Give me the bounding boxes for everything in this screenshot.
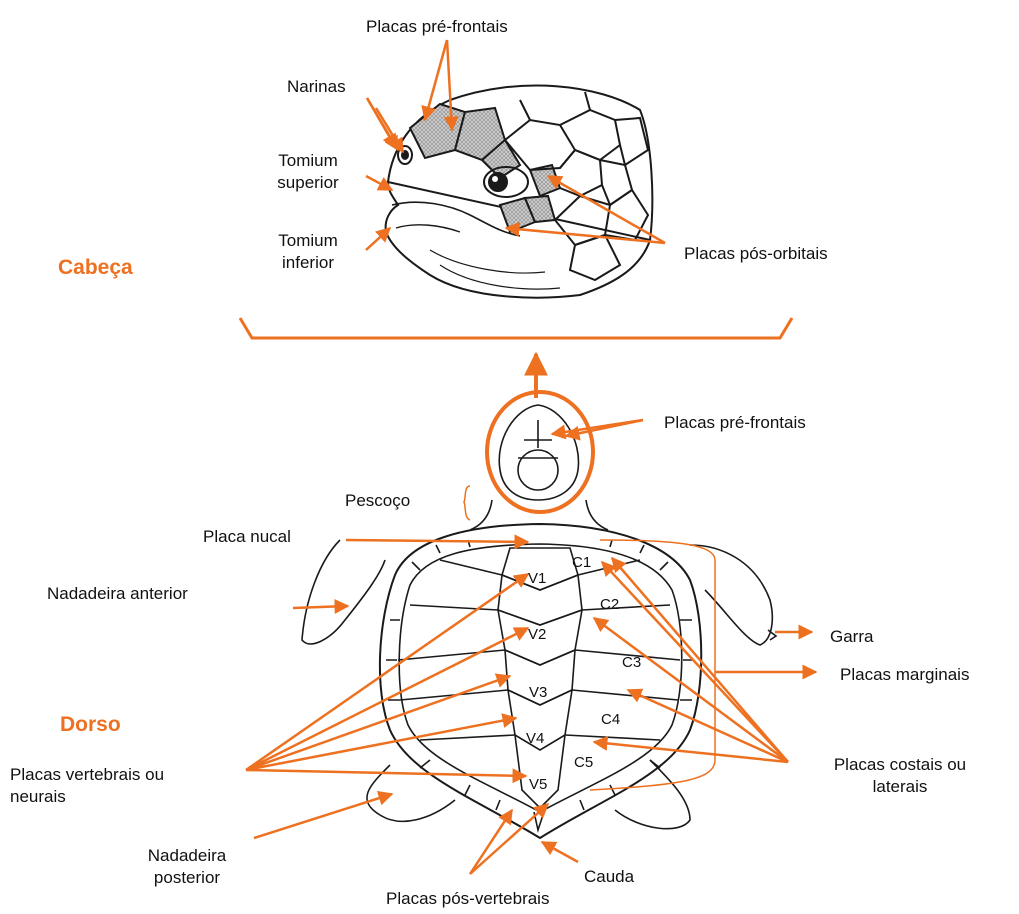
label-nadadeira-anterior: Nadadeira anterior [47, 583, 188, 605]
scute-c3: C3 [622, 654, 641, 671]
scute-c5: C5 [574, 754, 593, 771]
scute-c2: C2 [600, 596, 619, 613]
label-placas-marginais: Placas marginais [840, 664, 969, 686]
label-nadadeira-posterior-line2: posterior [112, 867, 262, 889]
label-placas-costais: Placas costais ou laterais [800, 754, 1000, 798]
label-tomium-superior: Tomium superior [252, 150, 364, 194]
label-pescoco: Pescoço [345, 490, 410, 512]
label-narinas: Narinas [287, 76, 346, 98]
label-placas-vertebrais: Placas vertebrais ou neurais [10, 764, 164, 808]
scute-c4: C4 [601, 711, 620, 728]
scute-v5: V5 [529, 776, 547, 793]
label-placas-costais-line2: laterais [800, 776, 1000, 798]
section-title-back: Dorso [60, 713, 121, 737]
label-garra: Garra [830, 626, 873, 648]
label-tomium-inferior-line1: Tomium [252, 230, 364, 252]
label-placa-nucal: Placa nucal [203, 526, 291, 548]
scute-v2: V2 [528, 626, 546, 643]
label-placas-pos-vertebrais: Placas pós-vertebrais [386, 888, 549, 910]
label-tomium-superior-line2: superior [252, 172, 364, 194]
label-cauda: Cauda [584, 866, 634, 888]
scute-c1: C1 [572, 554, 591, 571]
label-tomium-superior-line1: Tomium [252, 150, 364, 172]
neck-brace [464, 486, 470, 520]
scute-v1: V1 [528, 570, 546, 587]
label-pos-orbitais: Placas pós-orbitais [684, 243, 828, 265]
label-nadadeira-posterior-line1: Nadadeira [112, 845, 262, 867]
head-bracket [240, 318, 792, 338]
section-title-head: Cabeça [58, 256, 133, 280]
scute-v4: V4 [526, 730, 544, 747]
label-tomium-inferior: Tomium inferior [252, 230, 364, 274]
label-pre-frontal-head: Placas pré-frontais [366, 16, 508, 38]
label-tomium-inferior-line2: inferior [252, 252, 364, 274]
label-placas-vertebrais-line1: Placas vertebrais ou [10, 764, 164, 786]
label-nadadeira-posterior: Nadadeira posterior [112, 845, 262, 889]
label-pre-frontal-body: Placas pré-frontais [664, 412, 806, 434]
scute-v3: V3 [529, 684, 547, 701]
label-placas-vertebrais-line2: neurais [10, 786, 164, 808]
label-placas-costais-line1: Placas costais ou [800, 754, 1000, 776]
